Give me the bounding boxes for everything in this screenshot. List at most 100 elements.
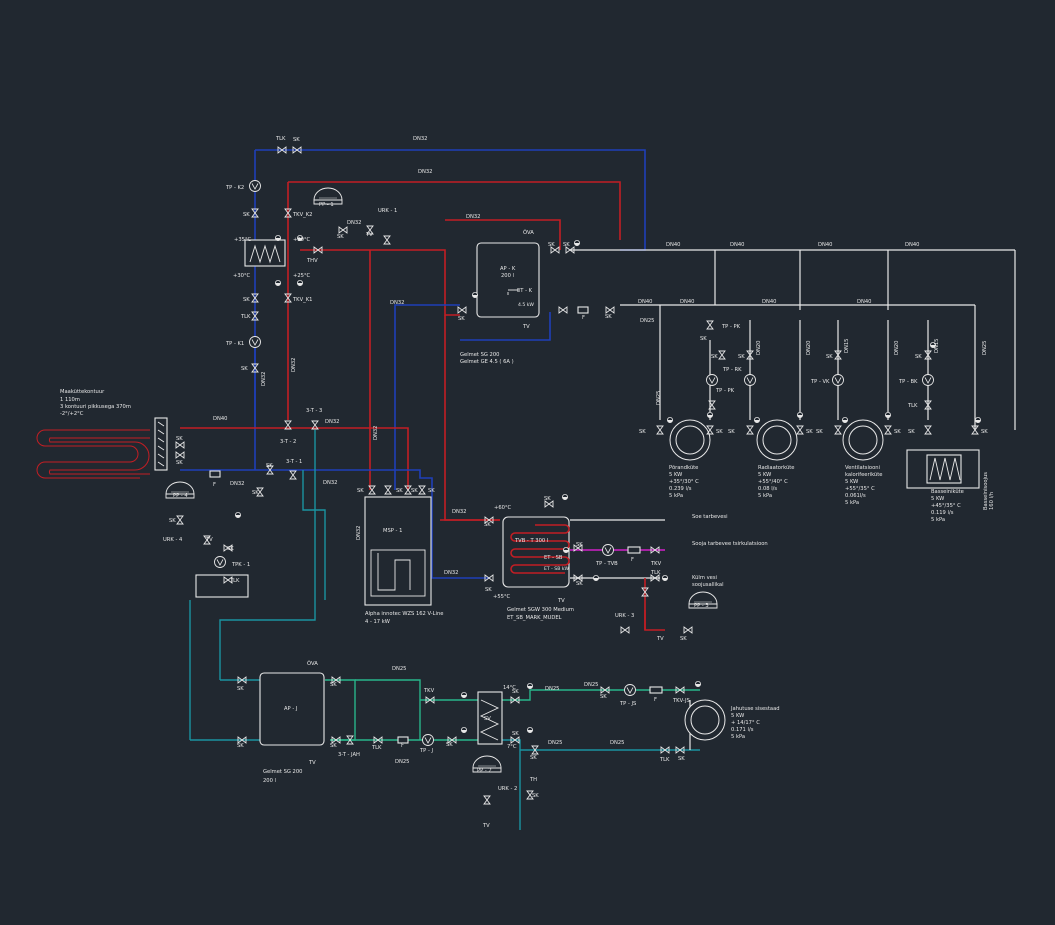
label-ground-note3: 3 kontuuri pikkusega 370m <box>60 404 131 410</box>
label-fan3-note3: 5 KW <box>845 479 858 485</box>
label-tlk-tpk1: TLK <box>229 578 240 584</box>
label-tp-k2: TP - K2 <box>225 185 244 191</box>
tank-ap-j <box>259 672 325 746</box>
label-fan1-note5: 5 kPa <box>669 493 683 499</box>
label-urk2: URK - 2 <box>498 786 517 792</box>
label-sk-tpk1b: SK <box>169 518 176 524</box>
label-dn25-j3: DN25 <box>584 682 598 688</box>
label-dn32-v3: DN32 <box>261 372 267 386</box>
filter-group <box>209 306 663 744</box>
label-et-sb-kw: ET - SB kW <box>544 566 569 572</box>
label-dn25-j6: DN25 <box>545 686 559 692</box>
label-tp-pk: TP - PK <box>721 324 741 330</box>
label-msp-name: MSP - 1 <box>383 528 402 534</box>
pump-tp-vk <box>832 374 844 386</box>
equipment-labels: TLK SK TP - K2 SK PP - 1 TKV_K2 URK - 1 … <box>60 136 995 829</box>
label-fan2-note5: 5 kPa <box>758 493 772 499</box>
label-sk-tvb3: SK <box>576 542 583 548</box>
label-tkv-k1: TKV_K1 <box>292 297 312 303</box>
label-sk-k2: SK <box>243 212 250 218</box>
label-dn32-v1: DN32 <box>390 300 404 306</box>
label-tpk1: TPK - 1 <box>231 562 250 568</box>
label-fan1-note4: 0.239 l/s <box>669 486 692 492</box>
label-pp4: PP - 4 <box>173 493 188 499</box>
heat-exchanger-sv <box>477 691 503 745</box>
gauge-group <box>234 234 982 734</box>
label-apj-name: AP - J <box>284 706 298 712</box>
label-dn25-j5: DN25 <box>610 740 624 746</box>
label-bas-note2: 5 KW <box>931 496 944 502</box>
label-bas-side1: Basseinisoojus <box>983 472 989 510</box>
label-tv-apk: TV <box>522 324 530 330</box>
label-tkv-k2: TKV_K2 <box>292 212 312 218</box>
label-apj-note1: Gelmet SG 200 <box>263 769 302 775</box>
label-sk-top: SK <box>293 137 300 143</box>
label-t30b: +30°C <box>233 273 251 279</box>
label-urk1: URK - 1 <box>378 208 397 214</box>
pump-tp-js <box>624 684 636 696</box>
label-dn25-j4: DN25 <box>548 740 562 746</box>
pump-tp-pk <box>706 374 718 386</box>
label-sk-j6: SK <box>512 689 519 695</box>
label-tvb-name: TVB - T 300 l <box>514 538 548 544</box>
label-js-note1: Jahutuse sisestaad <box>730 706 780 712</box>
label-sk-r4: SK <box>806 429 813 435</box>
label-sk-j9: SK <box>532 793 539 799</box>
fancoil-radiator <box>756 419 798 461</box>
label-dn20-r4: DN20 <box>894 341 900 355</box>
label-sk-r12: SK <box>700 336 707 342</box>
tank-tvb <box>502 516 570 588</box>
label-ground-note2: 1 110m <box>60 397 80 403</box>
label-dn32-red-top: DN32 <box>418 169 432 175</box>
label-f-apk: F <box>582 315 585 321</box>
fancoil-cooling <box>684 699 726 741</box>
label-dn25-r6: DN25 <box>982 341 988 355</box>
ground-loop-coil <box>36 417 168 479</box>
tank-ap-k <box>476 242 540 318</box>
label-sk-tvb2: SK <box>544 496 551 502</box>
label-sk-j5: SK <box>446 742 453 748</box>
label-sv-name: SV <box>484 716 491 722</box>
label-t25: +25°C <box>293 273 311 279</box>
label-dn25-j1: DN25 <box>392 666 406 672</box>
pump-tp-j <box>422 734 434 746</box>
tank-tpk <box>195 574 249 598</box>
label-dn25-r1: DN25 <box>656 391 662 405</box>
label-sk-apk1: SK <box>458 316 465 322</box>
heat-exchanger-k <box>244 239 286 267</box>
label-fan1-note1: Põrandküte <box>669 465 698 471</box>
label-dn40-1: DN40 <box>666 242 680 248</box>
label-sk-tpk1: SK <box>227 546 234 552</box>
label-dn40-4: DN40 <box>905 242 919 248</box>
label-sk-r13: SK <box>711 354 718 360</box>
fancoil-ventilation <box>842 419 884 461</box>
label-tlk-top: TLK <box>275 136 286 142</box>
label-tvb-note1: Gelmet SGW 300 Medium <box>507 607 574 613</box>
label-kulm-vesi1: Külm vesi <box>692 575 717 581</box>
label-sk-tvb5: SK <box>485 587 492 593</box>
label-pp1: PP - 1 <box>319 202 334 208</box>
label-sooja-ring: Sooja tarbevee tsirkulatsioon <box>692 541 768 547</box>
label-sk-m3: SK <box>411 488 418 494</box>
label-dn32-g1: DN32 <box>230 481 244 487</box>
label-sk-g2: SK <box>176 460 183 466</box>
label-dn32-g2: DN32 <box>323 480 337 486</box>
label-sk-urk1: SK <box>337 234 344 240</box>
label-sk-r7: SK <box>908 429 915 435</box>
label-sk-j7: SK <box>512 731 519 737</box>
label-t60: +60°C <box>494 505 512 511</box>
label-sk-m2: SK <box>396 488 403 494</box>
label-tp-pk2: TP - PK <box>715 388 735 394</box>
label-dn40-b4: DN40 <box>857 299 871 305</box>
label-dn32-v2: DN32 <box>291 358 297 372</box>
label-st-jah: 3-T - JAH <box>338 752 360 758</box>
label-dn32-urk1: DN32 <box>347 220 361 226</box>
label-apj-note2: 200 l <box>263 778 276 784</box>
label-tp-bk: TP - BK <box>898 379 918 385</box>
label-tlk-js: TLK <box>659 757 670 763</box>
label-dn25-j2: DN25 <box>395 759 409 765</box>
label-dn25-apk: DN25 <box>640 318 654 324</box>
label-sk-r2: SK <box>716 429 723 435</box>
label-pp2: PP - 2 <box>477 768 492 774</box>
label-js-note5: 5 kPa <box>731 734 745 740</box>
